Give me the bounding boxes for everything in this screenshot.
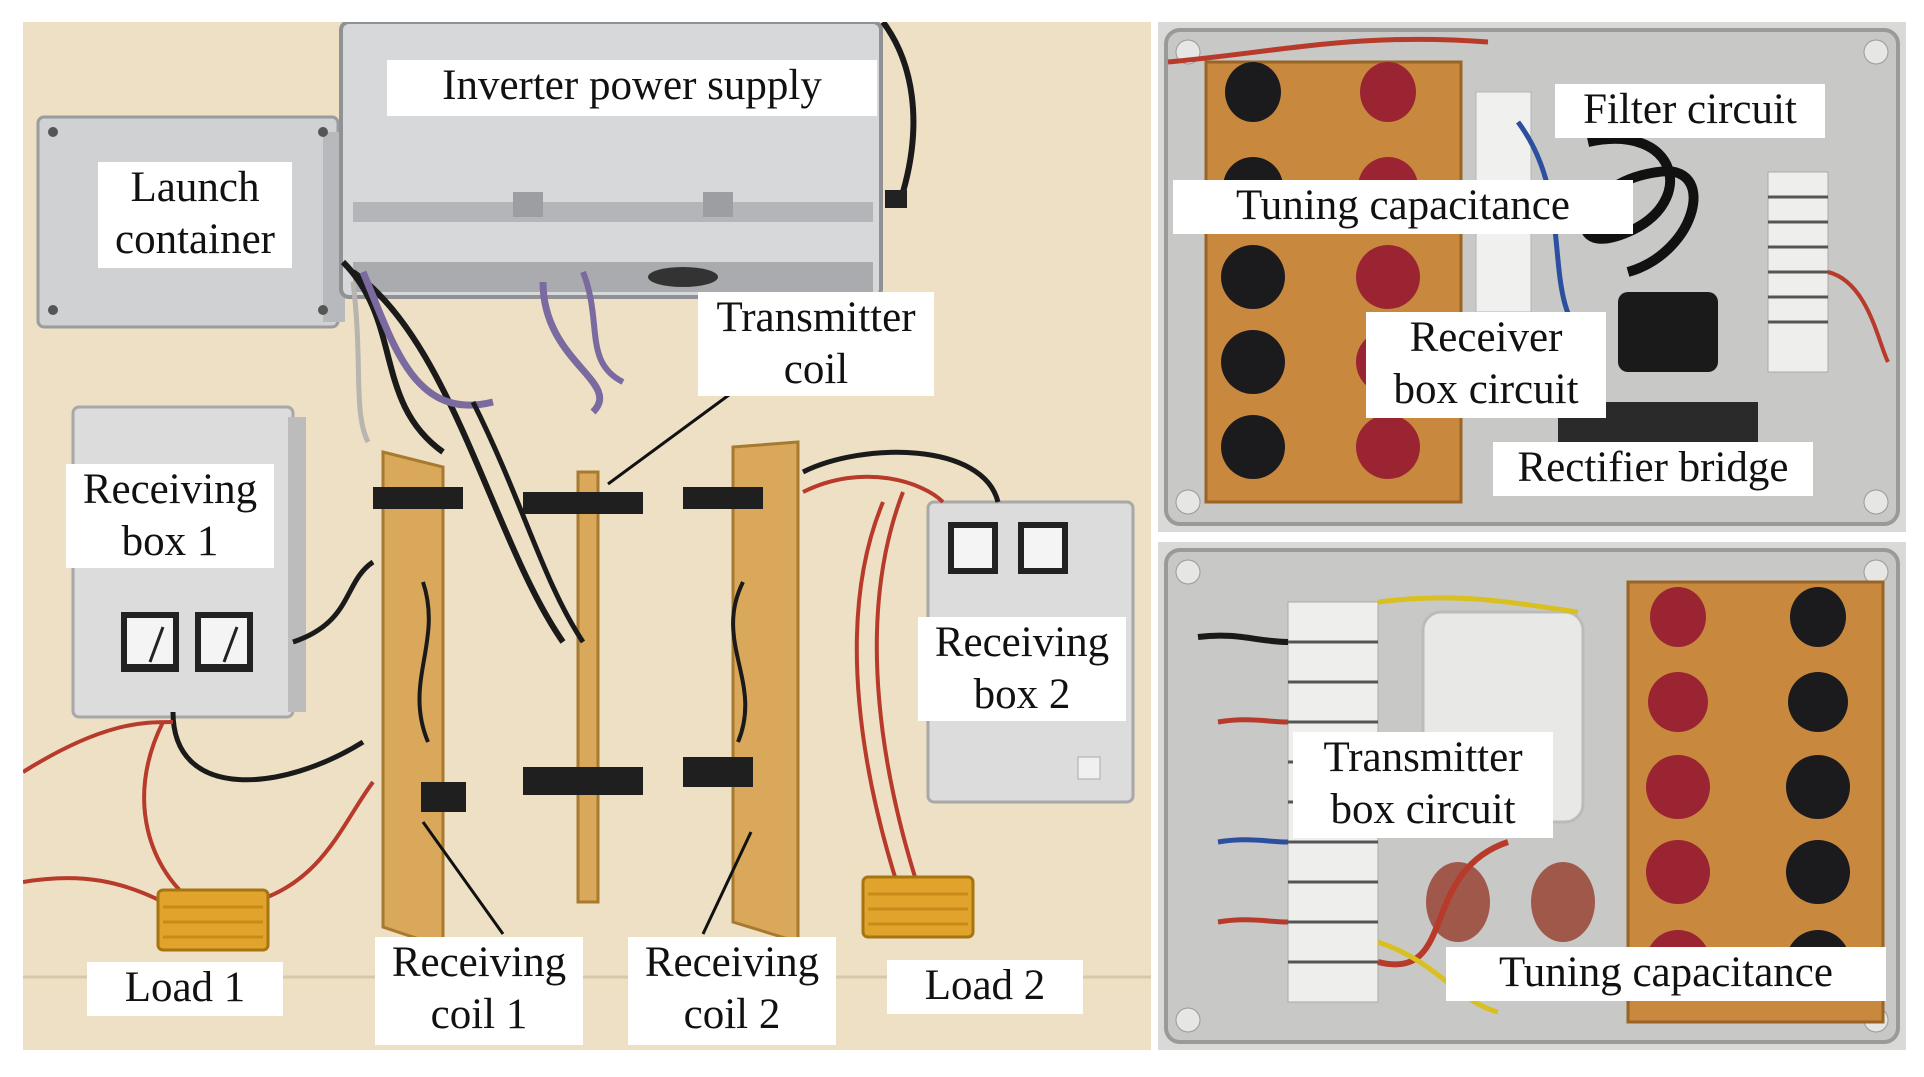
label-filter-circuit: Filter circuit xyxy=(1555,84,1825,138)
label-receiving-coil-2: Receiving coil 2 xyxy=(628,937,836,1045)
black-capacitors xyxy=(1221,62,1285,479)
load-1-resistor xyxy=(156,888,270,952)
label-load-1: Load 1 xyxy=(87,962,283,1016)
label-receiving-box-2: Receiving box 2 xyxy=(918,617,1126,721)
label-rectifier-bridge: Rectifier bridge xyxy=(1493,442,1813,496)
toroid-inductor xyxy=(1426,862,1490,942)
leader-receiving-coil-1 xyxy=(421,821,505,935)
label-transmitter-box-circuit: Transmitter box circuit xyxy=(1293,732,1553,838)
tx-red-capacitors xyxy=(1646,587,1710,994)
load-2-resistor xyxy=(861,875,975,939)
transmitter-coil-board xyxy=(470,400,643,904)
label-inverter-power-supply: Inverter power supply xyxy=(387,60,877,116)
label-receiving-box-1: Receiving box 1 xyxy=(66,464,274,568)
label-transmitter-coil: Transmitter coil xyxy=(698,292,934,396)
label-launch-container: Launch container xyxy=(98,162,292,268)
label-tuning-capacitance-top: Tuning capacitance xyxy=(1173,180,1633,234)
receiver-box-photo: Filter circuit Tuning capacitance Receiv… xyxy=(1158,22,1906,532)
main-setup-photo: Inverter power supply Launch container T… xyxy=(23,22,1151,1050)
receiving-coil-2-board xyxy=(683,440,800,945)
transmitter-box-photo: Transmitter box circuit Tuning capacitan… xyxy=(1158,542,1906,1050)
label-load-2: Load 2 xyxy=(887,960,1083,1014)
label-tuning-capacitance-bottom: Tuning capacitance xyxy=(1446,947,1886,1001)
label-receiver-box-circuit: Receiver box circuit xyxy=(1366,312,1606,418)
label-receiving-coil-1: Receiving coil 1 xyxy=(375,937,583,1045)
leader-receiving-coil-2 xyxy=(701,831,753,935)
leader-transmitter-coil xyxy=(607,390,734,486)
receiving-coil-1-board xyxy=(373,450,466,950)
